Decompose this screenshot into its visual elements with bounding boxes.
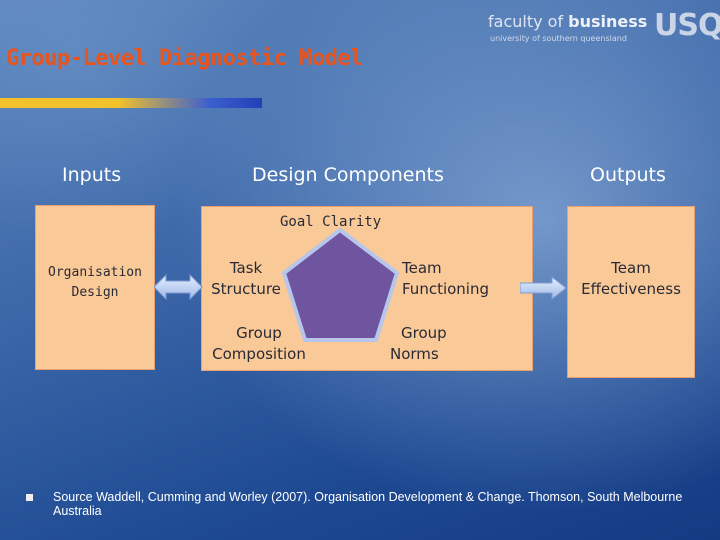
outputs-heading: Outputs	[590, 164, 666, 186]
usq-logo: faculty of business university of southe…	[488, 8, 720, 48]
footer-bullet	[26, 494, 33, 501]
logo-university-text: university of southern queensland	[490, 34, 627, 43]
group-norms-line2: Norms	[390, 345, 439, 363]
logo-faculty-text: faculty of business	[488, 12, 648, 31]
logo-abbr: USQ	[654, 8, 720, 43]
group-composition-line1: Group	[236, 324, 282, 342]
title-underline-bar	[0, 98, 262, 108]
task-structure-label: Task Structure	[206, 258, 286, 300]
team-effectiveness-line2: Effectiveness	[581, 280, 681, 298]
slide-title: Group-Level Diagnostic Model	[6, 46, 363, 71]
source-citation: Source Waddell, Cumming and Worley (2007…	[53, 490, 683, 518]
task-structure-line1: Task	[229, 259, 263, 277]
group-composition-line2: Composition	[212, 345, 306, 363]
task-structure-line2: Structure	[211, 280, 281, 298]
team-functioning-label: Team Functioning	[402, 258, 489, 300]
inputs-heading: Inputs	[62, 164, 122, 186]
team-effectiveness-line1: Team	[611, 259, 651, 277]
group-norms-line1: Group	[401, 324, 447, 342]
goal-clarity-pentagon	[281, 227, 400, 342]
right-arrow-icon	[520, 276, 567, 300]
design-components-heading: Design Components	[252, 164, 444, 186]
team-functioning-line2: Functioning	[402, 280, 489, 298]
team-functioning-line1: Team	[402, 259, 442, 277]
group-composition-label: Group Composition	[206, 323, 312, 365]
double-arrow-icon	[154, 274, 203, 300]
goal-clarity-label: Goal Clarity	[280, 214, 382, 230]
inputs-box	[35, 205, 155, 370]
organisation-design-label: Organisation Design	[35, 263, 155, 303]
team-effectiveness-label: Team Effectiveness	[567, 258, 695, 300]
organisation-design-line1: Organisation	[48, 265, 142, 280]
organisation-design-line2: Design	[71, 285, 119, 300]
outputs-box	[567, 206, 695, 378]
group-norms-label: Group Norms	[390, 323, 447, 365]
